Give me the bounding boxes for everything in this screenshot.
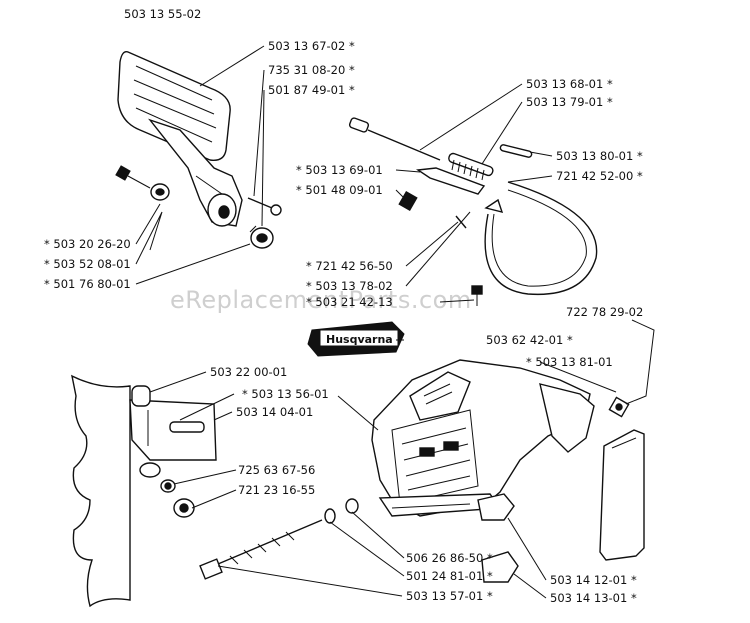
brand-badge-text: Husqvarna xyxy=(326,333,393,346)
brake-pin-part xyxy=(499,144,533,158)
part-label: 503 62 42-01 * xyxy=(486,333,573,347)
saw-body-part xyxy=(71,374,217,608)
brake-band-part xyxy=(484,181,598,296)
small-spring-part xyxy=(398,190,418,212)
brake-rod-part xyxy=(348,117,441,161)
assembly-number: 503 13 55-02 xyxy=(124,7,201,21)
brake-handle-part xyxy=(117,51,243,227)
part-label: 503 13 67-02 * xyxy=(268,39,355,53)
part-label: * 503 21 42-13 xyxy=(306,295,393,309)
bumper-spike-a-part xyxy=(477,493,515,521)
stud-nut-a-part xyxy=(160,479,176,493)
part-label: 506 26 86-50 * xyxy=(406,551,493,565)
chain-catcher-part xyxy=(131,385,151,407)
part-label: * 503 13 69-01 xyxy=(296,163,383,177)
part-label: * 501 48 09-01 xyxy=(296,183,383,197)
part-label: 725 63 67-56 xyxy=(238,463,315,477)
part-label: 503 13 57-01 * xyxy=(406,589,493,603)
part-label: 503 14 12-01 * xyxy=(550,573,637,587)
nut-part xyxy=(150,183,170,201)
bolt-part xyxy=(247,197,282,216)
screw-right-part xyxy=(608,396,630,418)
part-label: * 721 42 56-50 xyxy=(306,259,393,273)
part-label: 503 14 04-01 xyxy=(236,405,313,419)
leader-lines xyxy=(135,45,655,599)
part-label: 503 13 80-01 * xyxy=(556,149,643,163)
part-label: 735 31 08-20 * xyxy=(268,63,355,77)
part-label: 503 22 00-01 xyxy=(210,365,287,379)
part-label: * 503 13 81-01 xyxy=(526,355,613,369)
washer-b-part xyxy=(345,498,359,514)
spring-part xyxy=(448,152,494,181)
part-label: * 501 76 80-01 xyxy=(44,277,131,291)
stud-nut-b-part xyxy=(173,498,195,518)
part-label: 722 78 29-02 xyxy=(566,305,643,319)
part-label: 503 13 68-01 * xyxy=(526,77,613,91)
part-label: * 503 20 26-20 xyxy=(44,237,131,251)
part-label: 721 23 16-55 xyxy=(238,483,315,497)
part-label: 503 14 13-01 * xyxy=(550,591,637,605)
part-label: * 503 13 56-01 xyxy=(242,387,329,401)
part-label: 503 13 79-01 * xyxy=(526,95,613,109)
part-labels: 503 13 67-02 * 735 31 08-20 * 501 87 49-… xyxy=(44,39,643,605)
link-part xyxy=(416,167,486,195)
part-label: * 503 52 08-01 xyxy=(44,257,131,271)
watermark: eReplacementParts.com xyxy=(170,286,472,314)
brand-badge: Husqvarna xyxy=(307,321,405,357)
clutch-cover-part xyxy=(371,359,595,517)
screw-part xyxy=(115,165,151,189)
part-label: 721 42 52-00 * xyxy=(556,169,643,183)
part-label: * 503 13 78-02 xyxy=(306,279,393,293)
tension-screw-part xyxy=(199,519,323,580)
screw-small-part xyxy=(471,285,483,306)
part-label: 501 24 81-01 * xyxy=(406,569,493,583)
bumper-spike-b-part xyxy=(481,551,519,583)
bar-guide-plate-part xyxy=(599,429,645,561)
part-label: 501 87 49-01 * xyxy=(268,83,355,97)
bushing-part xyxy=(249,225,274,249)
washer-a-part xyxy=(324,508,336,524)
